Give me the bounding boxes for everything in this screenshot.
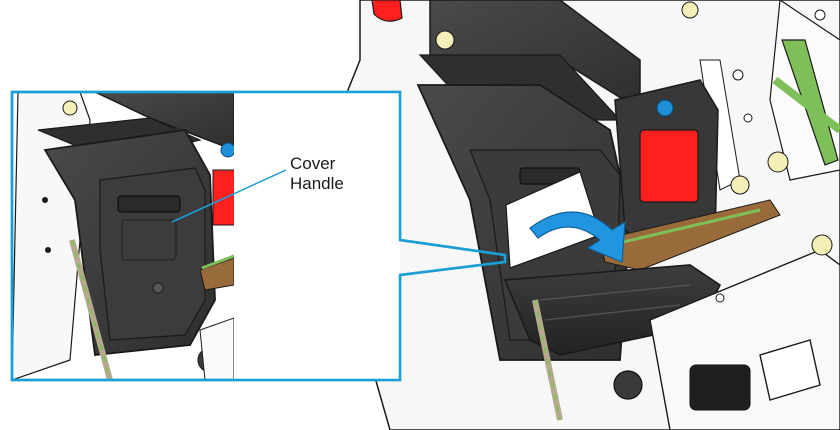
callout-label-line1: Cover <box>290 154 336 173</box>
connector-block <box>689 364 751 411</box>
machine-illustration <box>347 0 840 430</box>
inset-red-display <box>212 169 234 226</box>
yellow-roller <box>435 30 455 50</box>
callout-inset <box>10 90 507 382</box>
inset-cover-handle <box>117 195 181 213</box>
curved-arrow-icon <box>529 211 626 263</box>
cover-handle-label: Cover Handle <box>290 154 400 194</box>
inset-upper-chute <box>94 92 234 151</box>
top-red-element <box>371 0 403 22</box>
knob <box>613 370 643 400</box>
blue-knob <box>656 99 674 117</box>
brown-plate <box>599 199 781 271</box>
callout-label-line2: Handle <box>290 174 344 193</box>
red-display <box>639 129 699 203</box>
